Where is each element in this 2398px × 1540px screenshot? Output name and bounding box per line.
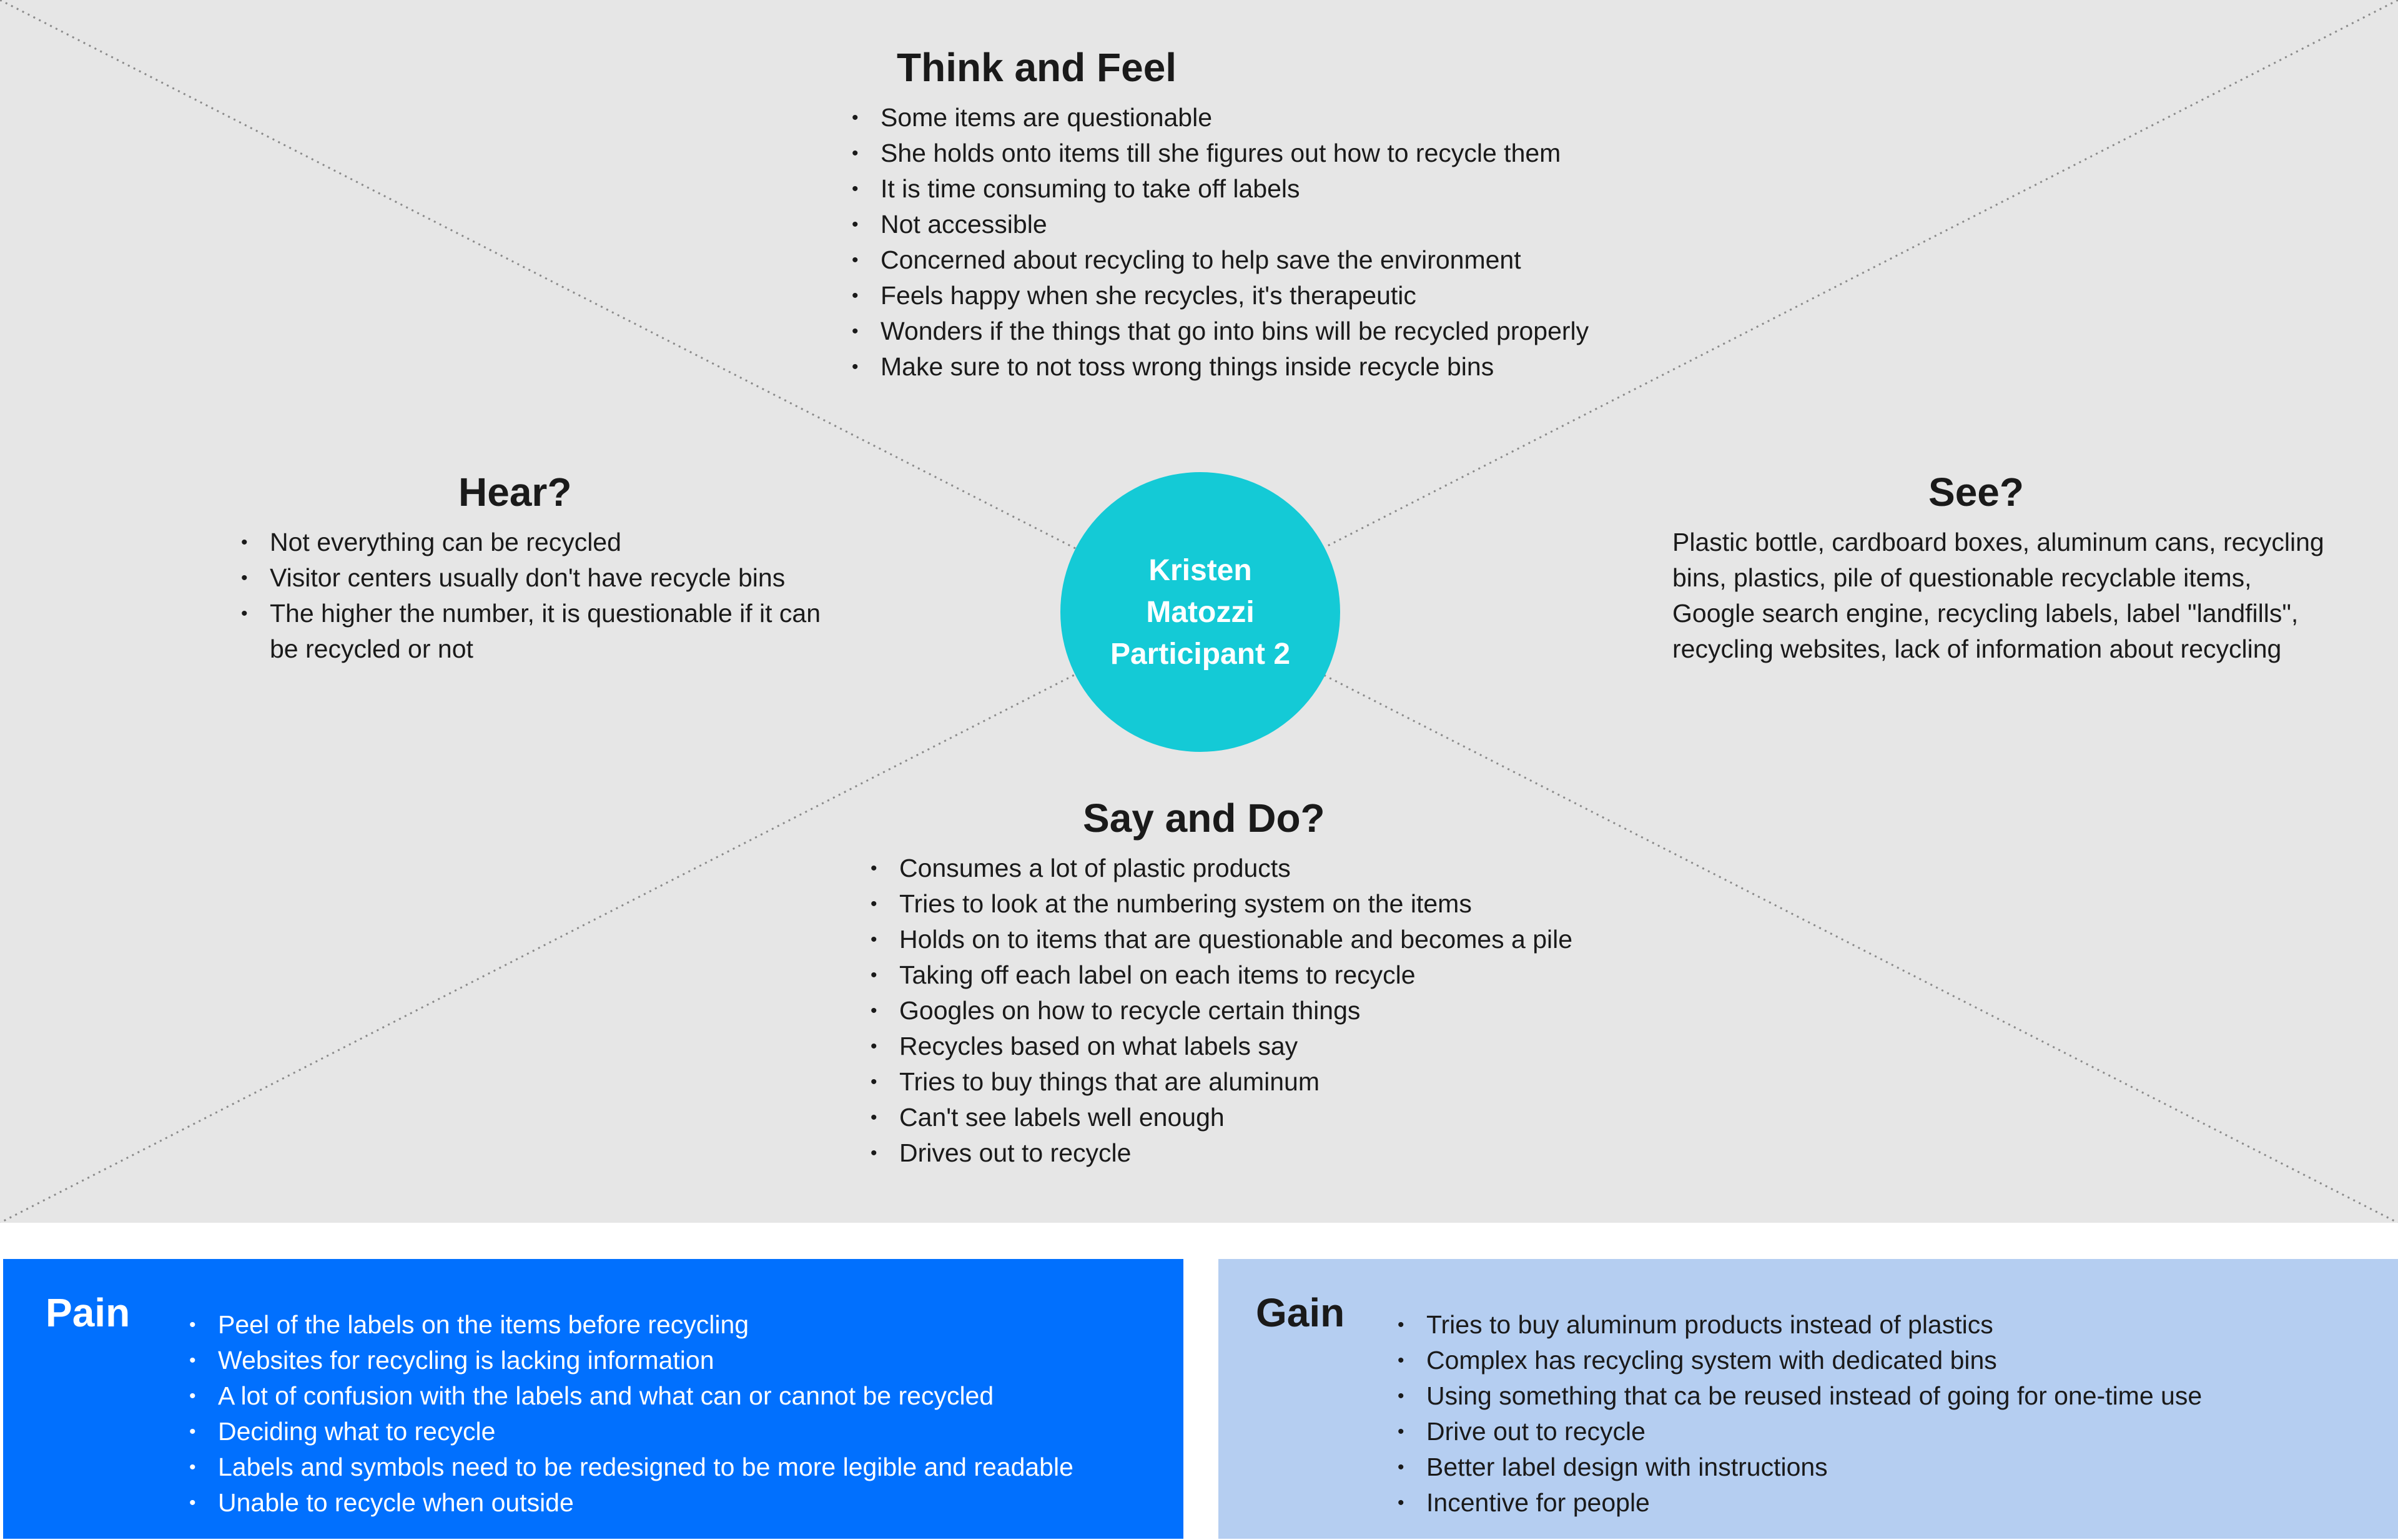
list-item: It is time consuming to take off labels [852, 171, 1589, 207]
say-and-do-section: Say and Do? Consumes a lot of plastic pr… [871, 793, 1572, 1171]
list-item: Incentive for people [1398, 1485, 2202, 1521]
pain-title: Pain [46, 1290, 131, 1335]
list-item: She holds onto items till she figures ou… [852, 136, 1589, 171]
divider-line-diagonal-1 [0, 0, 2398, 1223]
see-section: See? Plastic bottle, cardboard boxes, al… [1672, 467, 2334, 667]
say-and-do-list: Consumes a lot of plastic products Tries… [871, 851, 1572, 1171]
think-and-feel-title: Think and Feel [897, 45, 1177, 90]
see-description: Plastic bottle, cardboard boxes, aluminu… [1672, 528, 2324, 663]
pain-list: Peel of the labels on the items before r… [189, 1307, 1073, 1521]
list-item: Better label design with instructions [1398, 1449, 2202, 1485]
hear-list: Not everything can be recycled Visitor c… [241, 525, 853, 667]
see-title: See? [1928, 470, 2024, 515]
list-item: Concerned about recycling to help save t… [852, 242, 1589, 278]
gain-list: Tries to buy aluminum products instead o… [1398, 1307, 2202, 1521]
gain-title: Gain [1256, 1290, 1345, 1335]
hear-section: Hear? Not everything can be recycled Vis… [241, 467, 866, 667]
gain-panel: Gain Tries to buy aluminum products inst… [1218, 1259, 2398, 1539]
list-item: Consumes a lot of plastic products [871, 851, 1572, 886]
list-item: Taking off each label on each items to r… [871, 957, 1572, 993]
persona-circle: Kristen Matozzi Participant 2 [1060, 472, 1340, 752]
list-item: A lot of confusion with the labels and w… [189, 1378, 1073, 1414]
list-item: Wonders if the things that go into bins … [852, 313, 1589, 349]
list-item: Can't see labels well enough [871, 1100, 1572, 1135]
list-item: Peel of the labels on the items before r… [189, 1307, 1073, 1343]
list-item: Make sure to not toss wrong things insid… [852, 349, 1589, 385]
persona-name: Kristen Matozzi Participant 2 [1094, 550, 1306, 675]
list-item: Some items are questionable [852, 100, 1589, 136]
list-item: Not everything can be recycled [241, 525, 853, 560]
divider-line-diagonal-2 [0, 0, 2398, 1223]
pain-panel: Pain Peel of the labels on the items bef… [3, 1259, 1183, 1539]
list-item: Not accessible [852, 207, 1589, 242]
list-item: The higher the number, it is questionabl… [241, 596, 853, 667]
list-item: Drive out to recycle [1398, 1414, 2202, 1449]
quadrant-divider-lines [0, 0, 2398, 1223]
list-item: Feels happy when she recycles, it's ther… [852, 278, 1589, 313]
list-item: Using something that ca be reused instea… [1398, 1378, 2202, 1414]
persona-name-line: Matozzi [1146, 595, 1255, 629]
list-item: Googles on how to recycle certain things [871, 993, 1572, 1029]
list-item: Tries to buy aluminum products instead o… [1398, 1307, 2202, 1343]
persona-name-line: Kristen [1148, 553, 1252, 587]
list-item: Holds on to items that are questionable … [871, 922, 1572, 957]
think-and-feel-section: Think and Feel Some items are questionab… [852, 42, 1589, 385]
list-item: Tries to look at the numbering system on… [871, 886, 1572, 922]
empathy-map: Think and Feel Some items are questionab… [0, 0, 2398, 1223]
hear-title: Hear? [458, 470, 572, 515]
list-item: Visitor centers usually don't have recyc… [241, 560, 853, 596]
list-item: Deciding what to recycle [189, 1414, 1073, 1449]
list-item: Labels and symbols need to be redesigned… [189, 1449, 1073, 1485]
list-item: Unable to recycle when outside [189, 1485, 1073, 1521]
say-and-do-title: Say and Do? [1083, 796, 1325, 841]
persona-name-line: Participant 2 [1110, 637, 1291, 671]
list-item: Websites for recycling is lacking inform… [189, 1343, 1073, 1378]
list-item: Complex has recycling system with dedica… [1398, 1343, 2202, 1378]
list-item: Drives out to recycle [871, 1135, 1572, 1171]
list-item: Recycles based on what labels say [871, 1029, 1572, 1064]
list-item: Tries to buy things that are aluminum [871, 1064, 1572, 1100]
think-and-feel-list: Some items are questionable She holds on… [852, 100, 1589, 385]
